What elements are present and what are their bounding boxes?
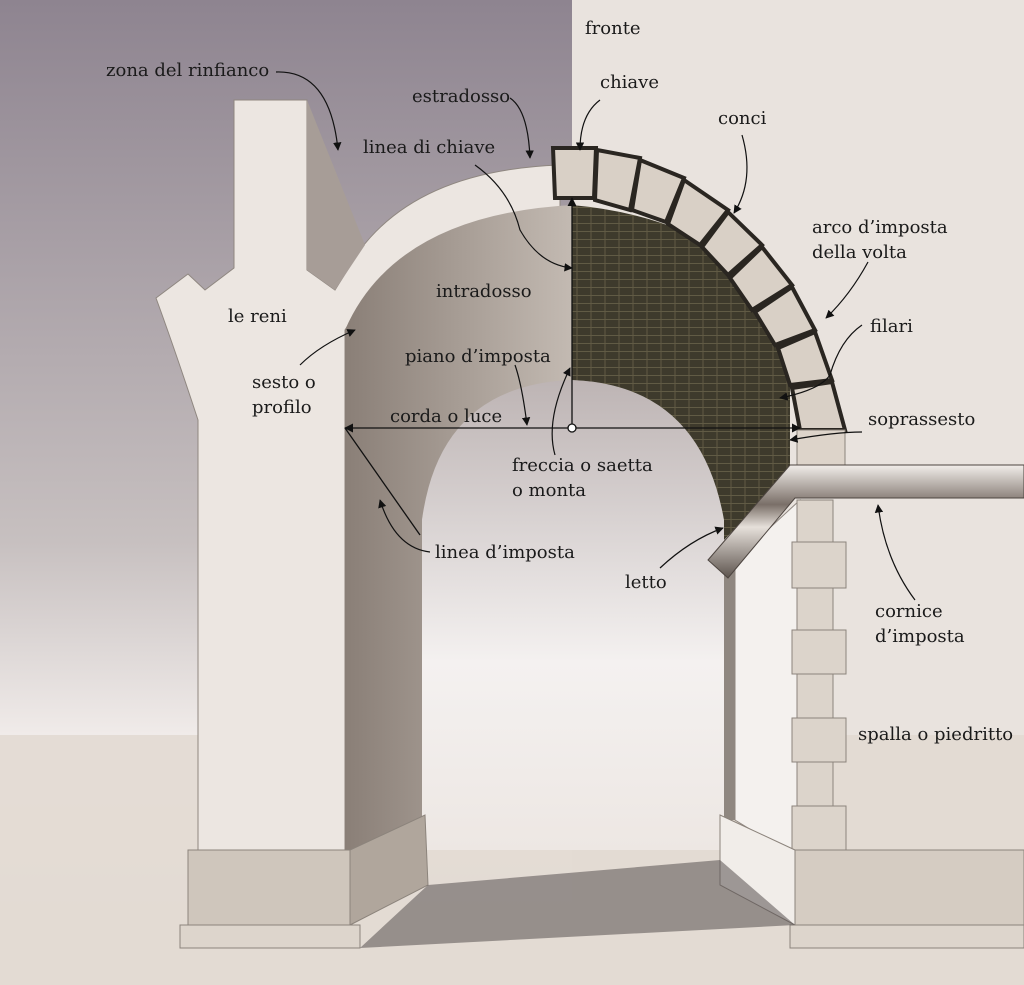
voussoirs — [550, 146, 848, 432]
label-spalla: spalla o piedritto — [858, 724, 1014, 745]
label-freccia-2: o monta — [512, 480, 587, 501]
label-filari: filari — [870, 316, 913, 337]
leader-filari — [779, 324, 863, 401]
pier-side-shadow — [307, 100, 365, 290]
label-cornice-2: d’imposta — [875, 626, 965, 647]
label-freccia-1: freccia o saetta — [512, 455, 653, 476]
label-letto: letto — [625, 572, 667, 593]
leader-letto — [659, 526, 724, 569]
label-arco-imposta-2: della volta — [812, 242, 907, 263]
leader-cornice — [874, 504, 916, 601]
label-zona-rinfianco: zona del rinfianco — [106, 60, 270, 81]
label-sesto-2: profilo — [252, 397, 312, 418]
leader-freccia — [551, 367, 571, 456]
leader-conci — [733, 134, 748, 214]
label-soprassesto: soprassesto — [868, 409, 976, 430]
quoins — [791, 499, 847, 851]
imposta-diagonal — [344, 427, 421, 536]
right-pier-reveal — [724, 540, 735, 820]
label-estradosso: estradosso — [412, 86, 511, 107]
leader-piano-imposta — [514, 364, 531, 426]
leader-estradosso — [509, 97, 534, 159]
cornice-imposta — [707, 464, 1024, 579]
label-sesto-1: sesto o — [252, 372, 316, 393]
leader-soprassesto — [789, 431, 863, 443]
leader-linea-imposta — [378, 499, 431, 553]
construction-lines — [344, 197, 801, 536]
label-intradosso: intradosso — [436, 281, 532, 302]
soprassesto-block — [796, 429, 846, 466]
label-conci: conci — [718, 108, 767, 129]
label-linea-chiave: linea di chiave — [363, 137, 496, 158]
label-linea-imposta: linea d’imposta — [435, 542, 575, 563]
label-arco-imposta-1: arco d’imposta — [812, 217, 948, 238]
label-le-reni: le reni — [228, 306, 287, 327]
leader-linea-chiave — [474, 164, 573, 272]
right-base-front — [794, 849, 1024, 926]
left-base-front — [187, 849, 351, 926]
leader-arco-imposta — [825, 261, 869, 319]
leader-rinfianco — [275, 71, 342, 151]
arch-opening — [422, 380, 724, 850]
label-chiave: chiave — [600, 72, 659, 93]
leader-lines — [275, 71, 916, 601]
left-plinth — [179, 924, 361, 949]
ground-shadow — [360, 860, 795, 948]
label-piano-imposta: piano d’imposta — [405, 346, 551, 367]
label-cornice-1: cornice — [875, 601, 943, 622]
label-corda: corda o luce — [390, 406, 503, 427]
center-point — [567, 423, 577, 433]
label-fronte: fronte — [585, 18, 641, 39]
leader-sesto — [299, 329, 356, 366]
leader-chiave — [575, 99, 601, 151]
right-plinth — [789, 924, 1024, 949]
